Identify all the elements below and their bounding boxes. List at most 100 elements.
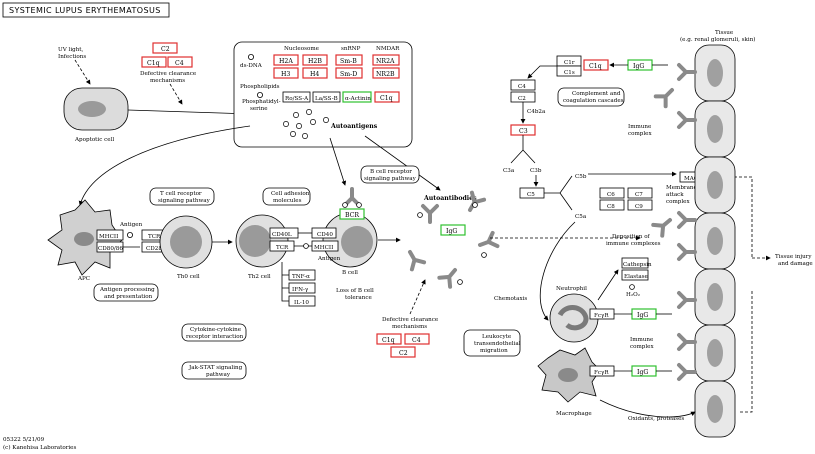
- svg-text:C4: C4: [518, 84, 526, 90]
- svg-text:tolerance: tolerance: [345, 295, 372, 301]
- svg-text:H2B: H2B: [308, 58, 322, 65]
- svg-text:and damage: and damage: [778, 261, 813, 267]
- svg-text:Defective clearance: Defective clearance: [140, 71, 197, 77]
- complement-link[interactable]: [557, 87, 625, 107]
- gene-c8[interactable]: [599, 199, 625, 211]
- svg-text:attack: attack: [666, 192, 684, 198]
- gene-nr2b[interactable]: [372, 67, 400, 79]
- svg-text:complex: complex: [630, 344, 654, 350]
- gene-c2-bottom[interactable]: [390, 346, 416, 358]
- svg-text:Chemotaxis: Chemotaxis: [494, 296, 527, 302]
- antigen-processing-link[interactable]: [93, 283, 159, 302]
- svg-text:NR2A: NR2A: [376, 58, 395, 65]
- svg-text:APC: APC: [77, 276, 90, 282]
- svg-text:B cell: B cell: [342, 270, 358, 276]
- gene-h3[interactable]: [273, 67, 299, 79]
- gene-c9[interactable]: [627, 199, 653, 211]
- gene-c6[interactable]: [599, 187, 625, 199]
- gene-c1q-bottom[interactable]: [376, 333, 402, 345]
- svg-text:Th2 cell: Th2 cell: [248, 274, 271, 280]
- svg-text:migration: migration: [480, 348, 508, 354]
- tcr-pathway-link[interactable]: [149, 187, 215, 206]
- svg-text:Loss of B cell: Loss of B cell: [336, 288, 374, 294]
- svg-text:C7: C7: [635, 192, 643, 198]
- svg-text:IgG: IgG: [633, 63, 644, 70]
- svg-text:C2: C2: [518, 96, 526, 102]
- gene-h2b[interactable]: [302, 54, 328, 66]
- gene-rossa[interactable]: [282, 91, 311, 103]
- map-title: SYSTEMIC LUPUS ERYTHEMATOSUS: [9, 6, 161, 15]
- svg-text:H₂O₂: H₂O₂: [626, 292, 640, 298]
- svg-text:Tissue injury: Tissue injury: [775, 254, 812, 260]
- svg-text:MHCII: MHCII: [99, 234, 118, 240]
- jak-stat-link[interactable]: [181, 361, 247, 380]
- svg-text:mechanisms: mechanisms: [150, 78, 185, 84]
- svg-text:Cytokine-cytokine: Cytokine-cytokine: [190, 327, 242, 333]
- svg-text:MHCII: MHCII: [314, 245, 333, 251]
- svg-text:Tissue: Tissue: [715, 30, 734, 36]
- apoptotic-cell-label: Apoptotic cell: [74, 137, 114, 143]
- svg-text:TCR: TCR: [148, 234, 161, 240]
- svg-text:Sm-B: Sm-B: [340, 58, 357, 65]
- gene-actinin[interactable]: [342, 91, 372, 103]
- gene-h4[interactable]: [302, 67, 328, 79]
- svg-text:H2A: H2A: [279, 58, 293, 65]
- gene-cd40[interactable]: [311, 227, 337, 239]
- gene-nr2a[interactable]: [372, 54, 400, 66]
- copyright: (c) Kanehisa Laboratories: [3, 444, 76, 451]
- svg-text:Membrane: Membrane: [666, 185, 698, 191]
- gene-igg-autoantibody[interactable]: [440, 224, 466, 236]
- uv-label: UV light,: [58, 47, 84, 53]
- svg-text:H3: H3: [281, 71, 290, 78]
- gene-c4[interactable]: [167, 56, 193, 68]
- gene-elastase[interactable]: [621, 269, 649, 281]
- svg-text:C1q: C1q: [147, 60, 160, 67]
- svg-text:C4b2a: C4b2a: [527, 109, 546, 115]
- svg-text:signaling pathway: signaling pathway: [158, 198, 211, 204]
- svg-text:BCR: BCR: [345, 212, 359, 219]
- svg-text:CD40: CD40: [317, 232, 333, 238]
- gene-lassb[interactable]: [312, 91, 341, 103]
- gene-c1s[interactable]: [556, 65, 582, 77]
- gene-c1q[interactable]: [141, 56, 167, 68]
- gene-mhcii-apc[interactable]: [96, 229, 124, 241]
- svg-text:CD28: CD28: [146, 246, 162, 252]
- gene-c7[interactable]: [627, 187, 653, 199]
- gene-c2[interactable]: [152, 42, 178, 54]
- svg-text:MAC: MAC: [684, 176, 698, 182]
- svg-text:IFN-γ: IFN-γ: [292, 287, 309, 293]
- svg-text:molecules: molecules: [273, 198, 302, 204]
- svg-text:FcγR: FcγR: [594, 370, 609, 376]
- svg-text:C1s: C1s: [564, 70, 575, 76]
- leukocyte-link[interactable]: [463, 329, 521, 357]
- svg-text:C1r: C1r: [564, 60, 575, 66]
- gene-c1q-antigen[interactable]: [374, 91, 400, 103]
- gene-cathepsin[interactable]: [621, 257, 649, 269]
- gene-mhcii-b[interactable]: [311, 240, 339, 252]
- svg-text:complex: complex: [666, 199, 690, 205]
- svg-text:TNF-α: TNF-α: [292, 274, 310, 280]
- adhesion-link[interactable]: [262, 187, 311, 206]
- gene-bcr[interactable]: [339, 208, 365, 220]
- svg-text:C1q: C1q: [589, 63, 602, 70]
- uv-label-2: Infections: [58, 54, 86, 60]
- gene-c1q-complement[interactable]: [583, 59, 609, 71]
- cytokine-link[interactable]: [181, 323, 247, 342]
- gene-c4-cascade[interactable]: [510, 79, 536, 91]
- bcr-pathway-link[interactable]: [360, 165, 420, 184]
- svg-text:Leukocyte: Leukocyte: [482, 334, 512, 340]
- svg-text:C4: C4: [175, 60, 184, 67]
- svg-text:Nucleosome: Nucleosome: [284, 46, 320, 52]
- svg-text:CD40L: CD40L: [272, 232, 292, 238]
- gene-smb[interactable]: [335, 54, 363, 66]
- svg-text:α-Actinin: α-Actinin: [345, 96, 371, 102]
- svg-text:Cell adhesion: Cell adhesion: [271, 191, 310, 197]
- svg-text:NMDAR: NMDAR: [376, 46, 400, 52]
- gene-h2a[interactable]: [273, 54, 299, 66]
- gene-c4-bottom[interactable]: [404, 333, 430, 345]
- svg-text:Complement and: Complement and: [572, 91, 621, 97]
- svg-text:mechanisms: mechanisms: [392, 324, 427, 330]
- svg-text:NR2B: NR2B: [376, 71, 395, 78]
- gene-smd[interactable]: [335, 67, 363, 79]
